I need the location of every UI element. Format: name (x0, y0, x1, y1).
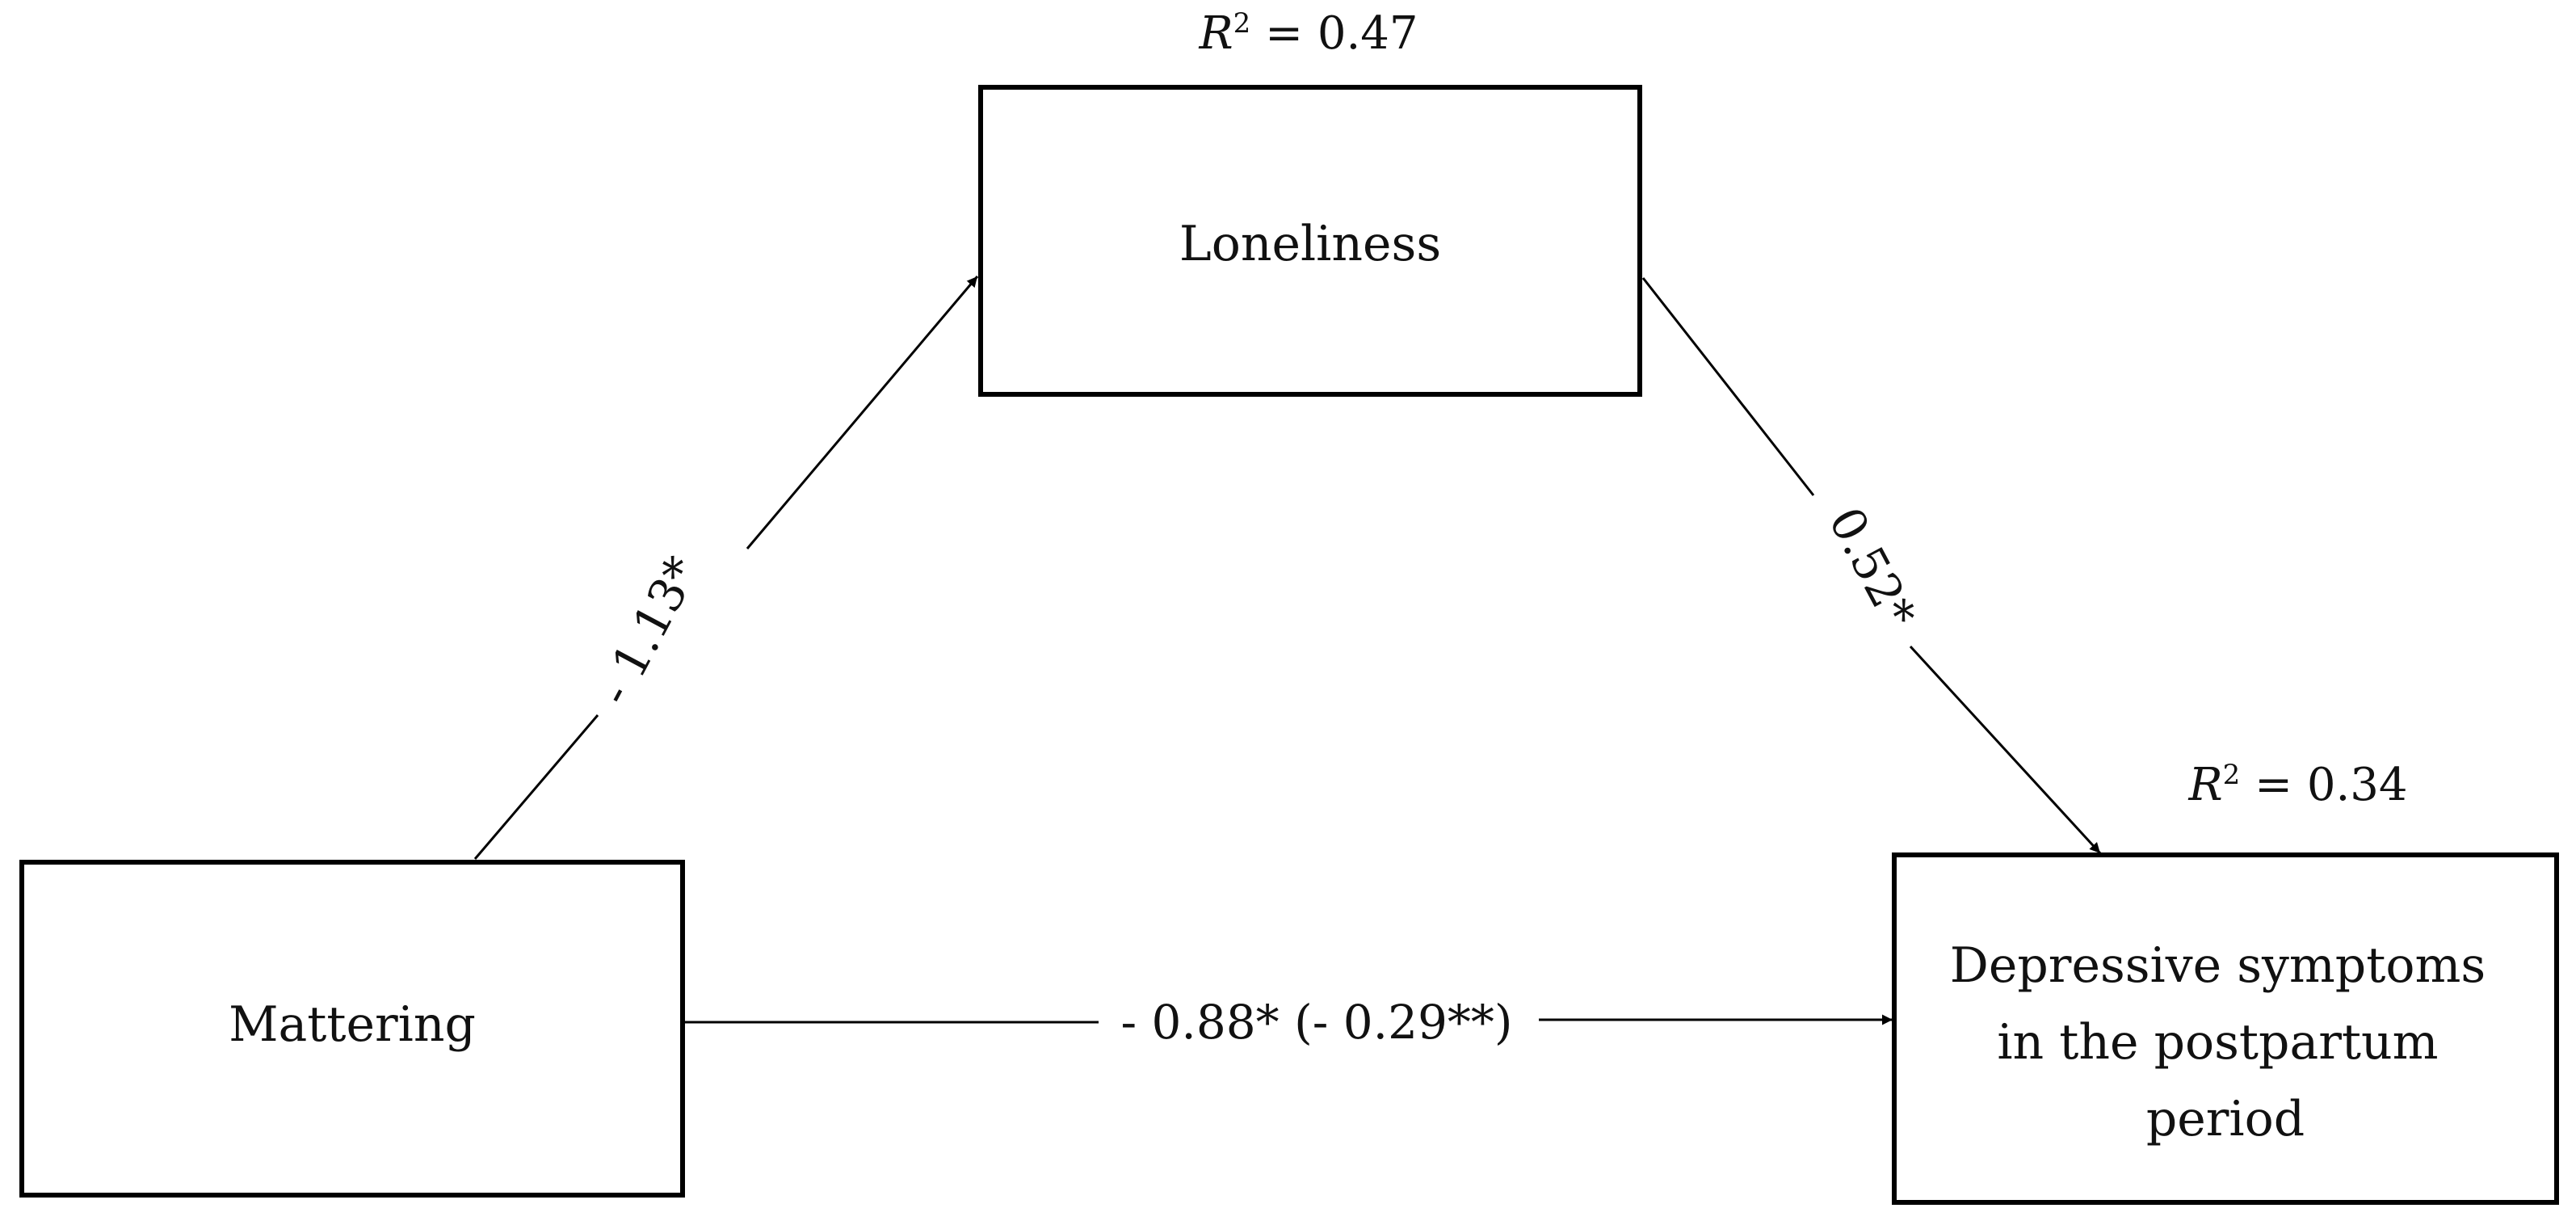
loneliness-r2-label: R2 = 0.47 (1198, 7, 1418, 60)
path-a-coefficient: - 1.13* (586, 548, 709, 714)
path-b-arrow (1909, 645, 2102, 855)
mattering-label: Mattering (229, 996, 476, 1053)
path-a-arrow (746, 276, 979, 549)
path-b-coefficient: 0.52* (1818, 499, 1927, 638)
depressive-r2-label: R2 = 0.34 (2187, 759, 2407, 811)
depressive-symptoms-label: Depressive symptoms in the postpartum pe… (1950, 937, 2501, 1147)
path-a-line-lower (473, 714, 599, 860)
mattering-box (19, 860, 685, 1198)
loneliness-box (978, 85, 1642, 397)
depressive-symptoms-box (1892, 852, 2559, 1205)
path-b-line-upper (1641, 277, 1815, 496)
path-c-coefficient: - 0.88* (- 0.29**) (1120, 995, 1512, 1050)
loneliness-label: Loneliness (1179, 216, 1441, 272)
